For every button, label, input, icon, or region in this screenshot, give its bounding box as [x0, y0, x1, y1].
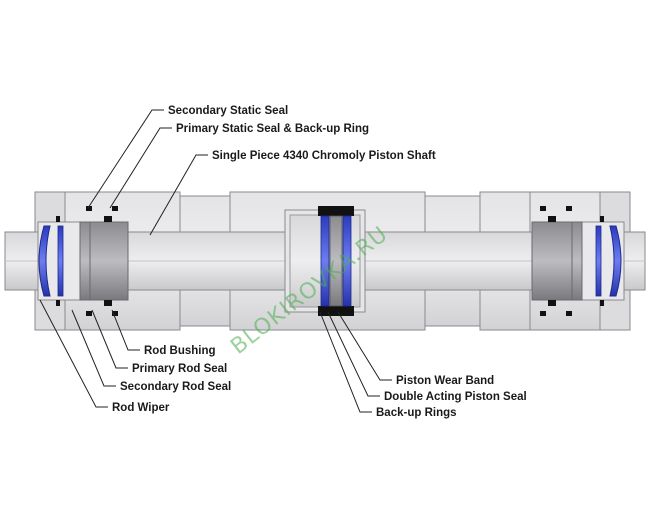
label-backup-rings: Back-up Rings — [376, 407, 457, 419]
label-piston-wear-band: Piston Wear Band — [396, 375, 494, 387]
label-secondary-static-seal: Secondary Static Seal — [168, 105, 288, 117]
label-double-acting-piston-seal: Double Acting Piston Seal — [384, 391, 527, 403]
left-seal-pack — [37, 206, 129, 316]
label-primary-static-seal: Primary Static Seal & Back-up Ring — [176, 123, 369, 135]
label-primary-rod-seal: Primary Rod Seal — [132, 363, 227, 375]
label-secondary-rod-seal: Secondary Rod Seal — [120, 381, 231, 393]
label-rod-bushing: Rod Bushing — [144, 345, 216, 357]
piston-assembly — [284, 206, 366, 316]
label-rod-wiper: Rod Wiper — [112, 402, 170, 414]
leader-lines — [39, 109, 392, 413]
label-piston-shaft: Single Piece 4340 Chromoly Piston Shaft — [212, 150, 436, 162]
right-seal-pack — [531, 206, 625, 316]
